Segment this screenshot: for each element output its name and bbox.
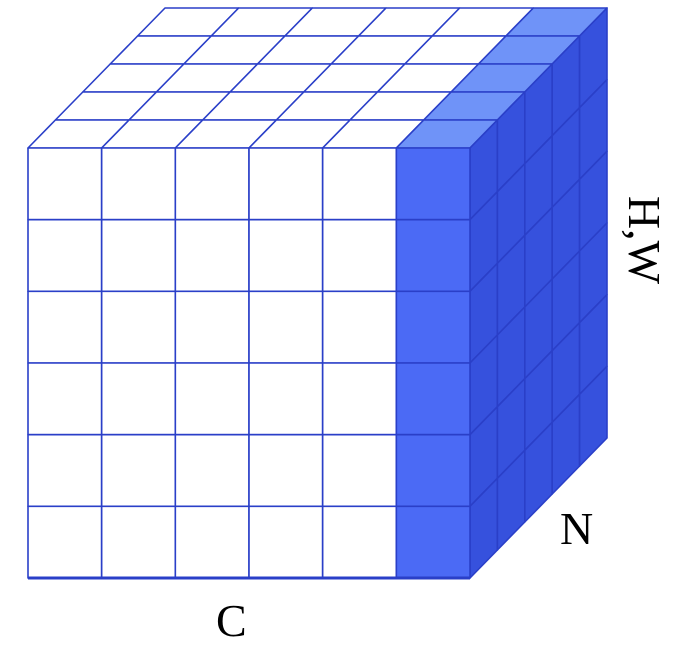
front-cell — [174, 362, 250, 436]
front-cell — [27, 147, 103, 221]
front-cell — [27, 433, 103, 508]
front-cell — [27, 290, 103, 364]
front-cell — [174, 218, 250, 293]
front-cell — [100, 505, 177, 579]
front-cell — [100, 362, 177, 436]
front-cell — [100, 290, 177, 364]
front-cell — [174, 147, 250, 221]
front-cell — [27, 218, 103, 293]
tensor-cube — [27, 7, 608, 580]
front-cell — [321, 147, 398, 221]
front-cell — [248, 218, 324, 293]
front-cell — [174, 433, 250, 508]
front-cell — [174, 290, 250, 364]
front-cell — [321, 362, 398, 436]
axis-label-c: C — [216, 595, 247, 646]
front-cell — [321, 505, 398, 579]
front-cell — [27, 362, 103, 436]
axis-label-n: N — [560, 503, 594, 554]
front-cell — [395, 290, 471, 364]
front-cell — [395, 218, 471, 293]
front-cell — [248, 505, 324, 579]
axis-label-hw: H,W — [619, 195, 670, 285]
front-cell — [321, 290, 398, 364]
front-cell — [321, 218, 398, 293]
front-cell — [27, 505, 103, 579]
front-cell — [248, 290, 324, 364]
front-cell — [395, 505, 471, 579]
front-cell — [174, 505, 250, 579]
front-cell — [248, 362, 324, 436]
front-cell — [100, 433, 177, 508]
front-cell — [395, 433, 471, 508]
front-cell — [321, 433, 398, 508]
front-cell — [395, 362, 471, 436]
front-cell — [395, 147, 471, 221]
front-cell — [248, 433, 324, 508]
side-cell — [578, 365, 608, 467]
front-cell — [100, 218, 177, 293]
front-cell — [100, 147, 177, 221]
front-cell — [248, 147, 324, 221]
